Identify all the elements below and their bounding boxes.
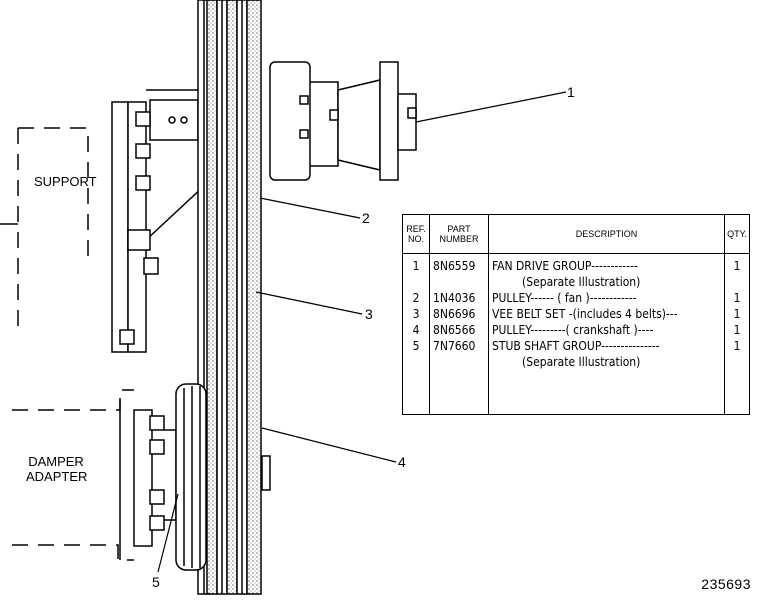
damper-label-line2: ADAPTER — [26, 469, 88, 484]
parts-table: REF. NO. PART NUMBER DESCRIPTION QTY. 1 … — [402, 214, 750, 415]
desc-1-note: (Separate Illustration) — [522, 275, 641, 289]
part-2: 1N4036 — [433, 291, 476, 305]
header-ref-line1: REF. — [406, 224, 426, 234]
ref-2: 2 — [412, 291, 420, 305]
header-part-line2: NUMBER — [439, 234, 479, 244]
callout-1: 1 — [567, 84, 575, 100]
parts-table-body: 1 2 3 4 5 8N6559 1N4036 8N6696 8N6566 7N… — [403, 253, 750, 415]
ref-spacer — [406, 274, 426, 290]
ref-1: 1 — [412, 259, 420, 273]
qty-4: 1 — [733, 323, 741, 337]
part-3: 8N6696 — [433, 307, 476, 321]
callout-5: 5 — [152, 574, 160, 590]
support-bracket — [111, 89, 206, 353]
qty-1: 1 — [733, 259, 741, 273]
part-1: 8N6559 — [433, 259, 476, 273]
qty-spacer — [728, 274, 746, 290]
header-ref-line2: NO. — [407, 234, 424, 244]
drawing-number: 235693 — [701, 576, 751, 592]
desc-5-note: (Separate Illustration) — [522, 355, 641, 369]
damper-adapter-outline — [12, 389, 134, 561]
ref-column: 1 2 3 4 5 — [403, 253, 430, 414]
ref-5: 5 — [412, 339, 420, 353]
ref-3: 3 — [412, 307, 420, 321]
callout-3: 3 — [365, 306, 373, 322]
desc-1: FAN DRIVE GROUP------------ — [492, 259, 638, 273]
qty-5: 1 — [733, 339, 741, 353]
part-spacer — [433, 274, 485, 290]
header-ref-no: REF. NO. — [403, 215, 430, 254]
fan-drive-group — [259, 60, 417, 181]
header-qty: QTY. — [724, 215, 749, 254]
desc-2: PULLEY------ ( fan )------------ — [492, 291, 637, 305]
callout-2: 2 — [362, 210, 370, 226]
part-4: 8N6566 — [433, 323, 476, 337]
support-label: SUPPORT — [34, 174, 97, 189]
ref-4: 4 — [412, 323, 420, 337]
part-column: 8N6559 1N4036 8N6696 8N6566 7N7660 — [429, 253, 489, 414]
desc-5: STUB SHAFT GROUP--------------- — [492, 339, 660, 353]
description-column: FAN DRIVE GROUP------------ (Separate Il… — [488, 253, 725, 414]
crankshaft-pulley — [175, 383, 271, 571]
header-part-line1: PART — [447, 224, 471, 234]
header-part-number: PART NUMBER — [429, 215, 489, 254]
support-outline — [0, 127, 89, 330]
damper-adapter-label: DAMPER ADAPTER — [26, 454, 88, 484]
qty-3: 1 — [733, 307, 741, 321]
desc-4: PULLEY---------( crankshaft )---- — [492, 323, 654, 337]
parts-table-header: REF. NO. PART NUMBER DESCRIPTION QTY. — [403, 215, 749, 254]
callout-4: 4 — [398, 454, 406, 470]
damper-label-line1: DAMPER — [28, 454, 84, 469]
belt-and-pulley-stack — [197, 0, 262, 595]
header-description: DESCRIPTION — [488, 215, 725, 254]
leader-lines — [157, 91, 567, 573]
desc-3: VEE BELT SET -(includes 4 belts)--- — [492, 307, 678, 321]
qty-column: 1 1 1 1 1 — [725, 254, 750, 415]
part-5: 7N7660 — [433, 339, 476, 353]
qty-2: 1 — [733, 291, 741, 305]
